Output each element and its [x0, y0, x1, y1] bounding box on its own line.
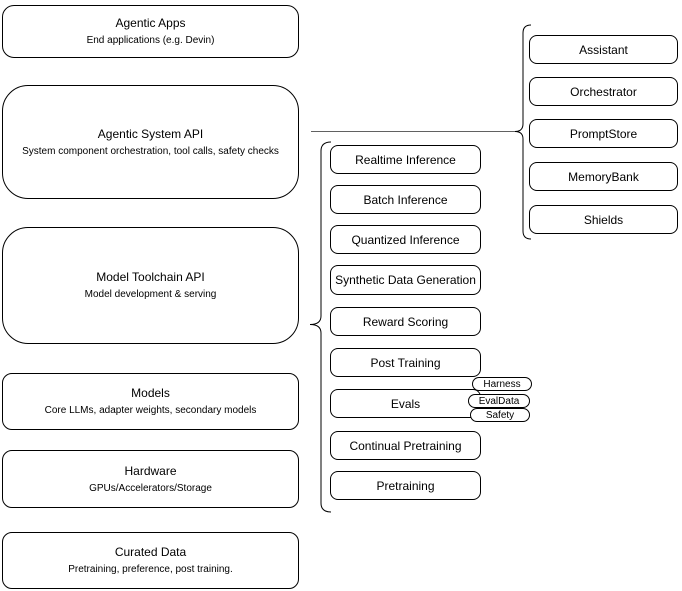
- node-evals-evaldata-tag: EvalData: [468, 394, 530, 408]
- node-title: Agentic System API: [97, 126, 204, 141]
- node-subtitle: GPUs/Accelerators/Storage: [89, 482, 212, 494]
- node-subtitle: End applications (e.g. Devin): [86, 35, 215, 46]
- node-evals-safety-tag: Safety: [470, 408, 530, 422]
- node-title: Hardware: [124, 463, 177, 478]
- node-curated-data: Curated Data Pretraining, preference, po…: [2, 532, 299, 589]
- node-reward-scoring: Reward Scoring: [330, 307, 481, 336]
- node-continual-pretraining: Continual Pretraining: [330, 431, 481, 460]
- node-subtitle: Core LLMs, adapter weights, secondary mo…: [44, 405, 257, 416]
- node-realtime-inference: Realtime Inference: [330, 145, 481, 174]
- node-agentic-system-api: Agentic System API System component orch…: [2, 85, 299, 199]
- node-title: Model Toolchain API: [96, 270, 205, 284]
- node-promptstore: PromptStore: [529, 119, 678, 148]
- node-title: Agentic Apps: [115, 16, 186, 30]
- toolchain-column-brace: [309, 141, 332, 513]
- node-evals: Evals: [330, 389, 481, 418]
- node-synthetic-data-generation: Synthetic Data Generation: [330, 265, 481, 295]
- node-hardware: Hardware GPUs/Accelerators/Storage: [2, 450, 299, 508]
- node-title: Models: [131, 386, 170, 400]
- node-subtitle: System component orchestration, tool cal…: [22, 145, 279, 157]
- node-subtitle: Model development & serving: [84, 289, 217, 300]
- node-shields: Shields: [529, 205, 678, 234]
- node-evals-harness-tag: Harness: [472, 377, 532, 391]
- node-assistant: Assistant: [529, 35, 678, 64]
- node-subtitle: Pretraining, preference, post training.: [68, 564, 233, 575]
- node-post-training: Post Training: [330, 348, 481, 377]
- node-memorybank: MemoryBank: [529, 162, 678, 191]
- node-models: Models Core LLMs, adapter weights, secon…: [2, 373, 299, 430]
- node-orchestrator: Orchestrator: [529, 77, 678, 106]
- node-pretraining: Pretraining: [330, 471, 481, 500]
- node-batch-inference: Batch Inference: [330, 185, 481, 214]
- node-agentic-apps: Agentic Apps End applications (e.g. Devi…: [2, 5, 299, 58]
- node-quantized-inference: Quantized Inference: [330, 225, 481, 254]
- node-model-toolchain-api: Model Toolchain API Model development & …: [2, 227, 299, 344]
- node-title: Curated Data: [114, 545, 187, 559]
